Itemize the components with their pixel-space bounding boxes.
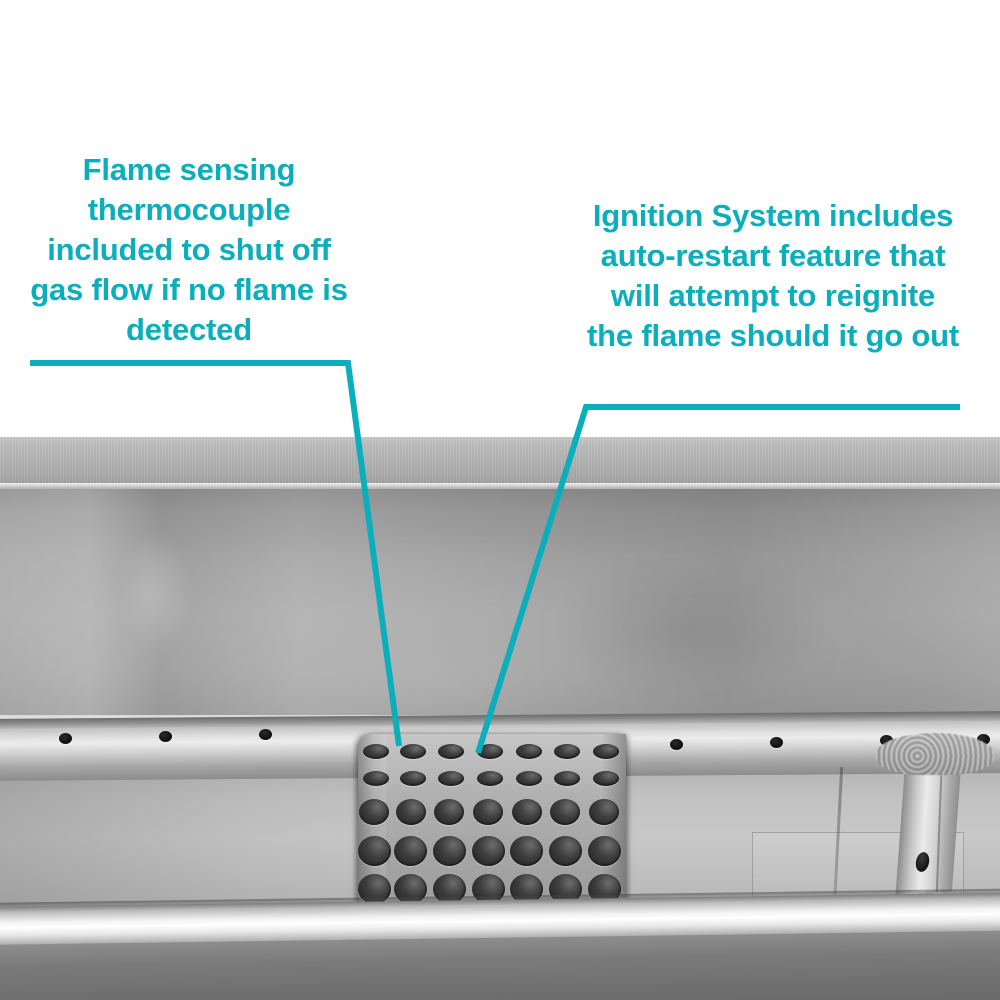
burner-port-2 xyxy=(159,731,172,742)
heat-shield-hole-r1-c1 xyxy=(363,744,389,759)
heat-shield-hole-r3-c2 xyxy=(395,799,426,825)
burner-port-4 xyxy=(670,739,683,750)
heat-shield-hole-r2-c4 xyxy=(477,771,503,786)
heat-shield-hole-r2-c6 xyxy=(554,771,581,786)
callout-text-ignition-system: Ignition System includes auto-restart fe… xyxy=(587,198,959,353)
burner-port-3 xyxy=(259,729,272,740)
heat-shield-hole-r4-c5 xyxy=(510,836,544,866)
heat-shield-hole-r2-c3 xyxy=(438,771,465,786)
burner-port-5 xyxy=(770,737,783,748)
pan-back-wall-highlight xyxy=(120,532,190,652)
heat-shield-hole-r2-c7 xyxy=(593,771,619,786)
heat-shield-hole-r1-c5 xyxy=(515,744,542,759)
heat-shield-hole-r3-c5 xyxy=(511,799,542,825)
heat-shield-hole-r1-c3 xyxy=(438,744,465,759)
heat-shield-hole-r2-c5 xyxy=(515,771,542,786)
pan-back-wall-shadow xyxy=(560,557,820,697)
product-photo xyxy=(0,437,1000,1000)
heat-shield-hole-r4-c2 xyxy=(394,836,428,866)
heat-shield-hole-r1-c4 xyxy=(477,744,503,759)
heat-shield-hole-r2-c2 xyxy=(399,771,426,786)
weld-bead-top xyxy=(876,733,994,775)
burner-port-7 xyxy=(977,734,990,745)
burner-port-1 xyxy=(59,733,72,744)
heat-shield-hole-r3-c7 xyxy=(589,799,619,825)
heat-shield-hole-r4-c4 xyxy=(471,836,505,866)
heat-shield-hole-r1-c2 xyxy=(399,744,426,759)
heat-shield-hole-r2-c1 xyxy=(363,771,389,786)
heat-shield-hole-r4-c1 xyxy=(357,836,391,866)
heat-shield-hole-r4-c3 xyxy=(432,836,466,866)
heat-shield-hole-r4-c7 xyxy=(587,836,621,866)
heat-shield-hole-r3-c4 xyxy=(473,799,503,825)
pan-top-rim xyxy=(0,437,1000,487)
callout-text-flame-sensing-thermocouple: Flame sensing thermocouple included to s… xyxy=(30,152,348,347)
heat-shield-hole-r3-c3 xyxy=(434,799,465,825)
heat-shield-hole-r4-c6 xyxy=(548,836,582,866)
heat-shield-hole-r3-c1 xyxy=(359,799,389,825)
heat-shield-hole-r3-c6 xyxy=(550,799,581,825)
heat-shield-hole-r1-c7 xyxy=(593,744,619,759)
